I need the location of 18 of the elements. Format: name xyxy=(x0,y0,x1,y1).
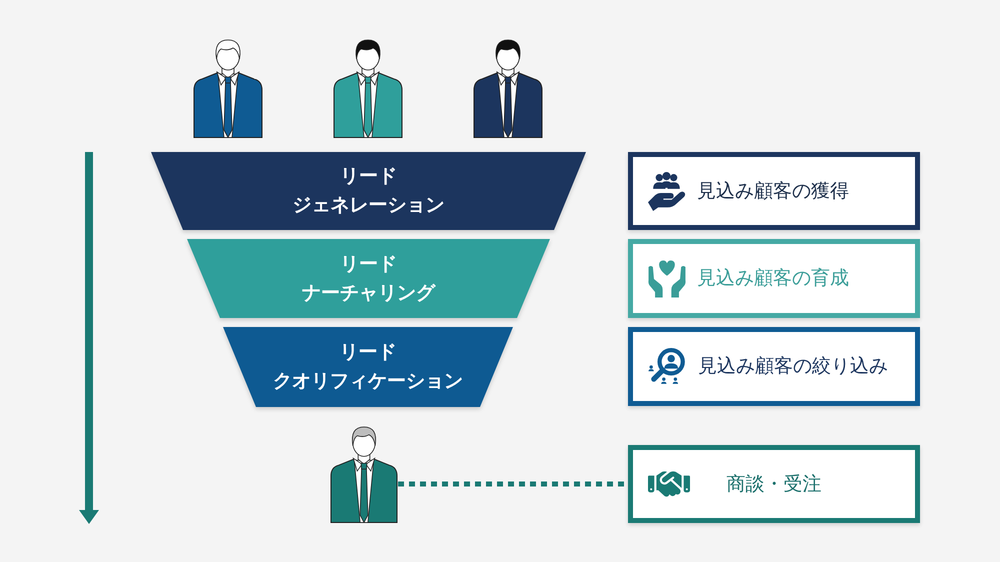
funnel-stage xyxy=(187,239,550,318)
step-label: 見込み顧客の獲得 xyxy=(697,178,849,204)
funnel-stage-label: リード xyxy=(340,252,397,276)
step-label: 見込み顧客の育成 xyxy=(697,266,849,292)
step-card xyxy=(628,445,920,523)
step-card xyxy=(628,152,920,230)
funnel-stage xyxy=(223,327,513,407)
step-card xyxy=(628,327,920,406)
funnel-stage-label: リード xyxy=(340,340,396,365)
funnel-stage-label: リード xyxy=(340,164,397,189)
funnel-stage-label: クオリフィケーション xyxy=(273,369,463,394)
funnel-stage-label: ナーチャリング xyxy=(302,280,435,306)
step-card xyxy=(628,239,920,318)
funnel-stage-label: ジェネレーション xyxy=(292,193,444,218)
step-label: 見込み顧客の絞り込み xyxy=(698,354,888,380)
step-label: 商談・受注 xyxy=(726,472,822,497)
funnel-stage xyxy=(151,152,586,230)
person-illustration xyxy=(330,425,398,523)
